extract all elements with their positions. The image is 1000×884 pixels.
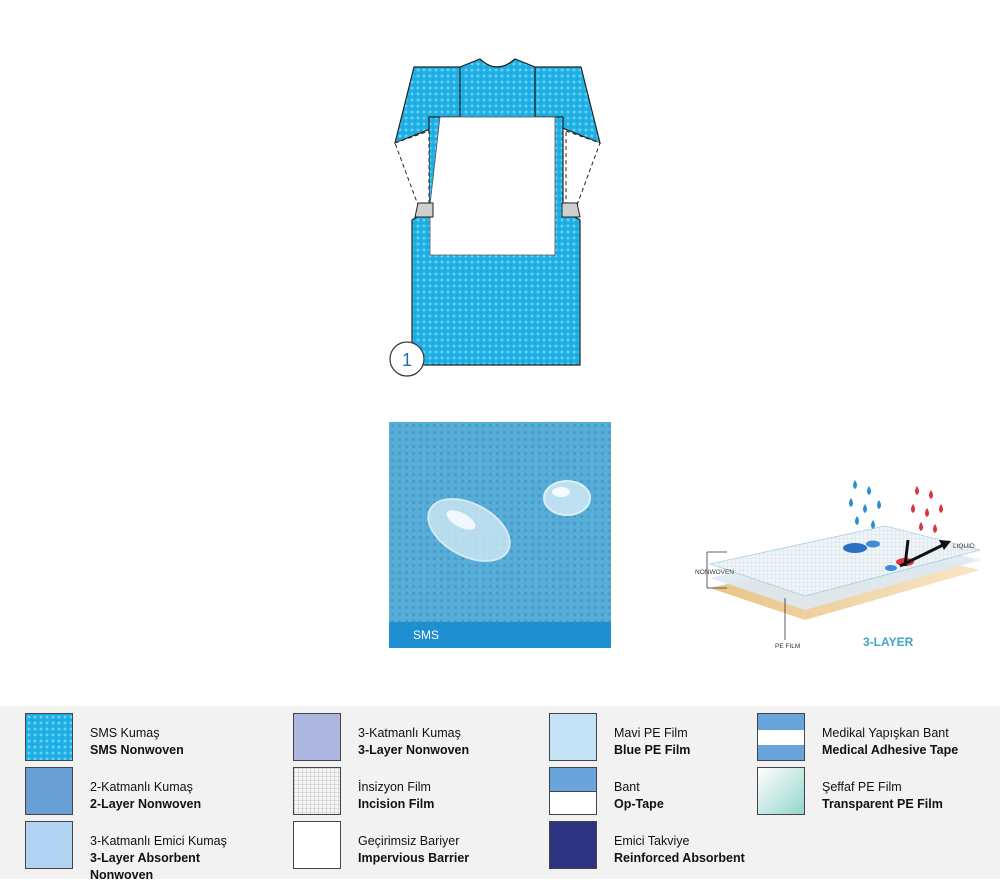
legend-label-tr: 3-Katmanlı Kumaş bbox=[358, 726, 461, 740]
legend-label-tr: Medikal Yapışkan Bant bbox=[822, 726, 949, 740]
legend-swatch-medical-adhesive-tape bbox=[757, 713, 805, 761]
legend-label-tr: Geçirimsiz Bariyer bbox=[358, 834, 460, 848]
red-droplets-icon bbox=[911, 486, 943, 533]
legend-label-en: Blue PE Film bbox=[614, 743, 691, 757]
right-sleeve-lower bbox=[565, 130, 601, 206]
legend-label-en: Incision Film bbox=[358, 797, 435, 811]
legend-label-tr: İnsizyon Film bbox=[358, 780, 431, 794]
legend-text: 3-Katmanlı Kumaş 3-Layer Nonwoven bbox=[358, 725, 469, 759]
legend-label-en: Reinforced Absorbent bbox=[614, 851, 745, 865]
legend-item-two-layer: 2-Katmanlı Kumaş 2-Layer Nonwoven bbox=[25, 767, 265, 817]
gown-diagram: 1 bbox=[389, 58, 601, 377]
legend-label-en: Op-Tape bbox=[614, 797, 664, 811]
nonwoven-label: NONWOVEN bbox=[695, 569, 734, 576]
right-cuff bbox=[561, 202, 581, 218]
legend-label-tr: Şeffaf PE Film bbox=[822, 780, 902, 794]
legend-swatch-three-layer bbox=[293, 713, 341, 761]
callout-circle bbox=[389, 341, 425, 377]
pe-film-label: PE FILM bbox=[775, 643, 800, 650]
legend-label-en: Medical Adhesive Tape bbox=[822, 743, 959, 757]
legend-swatch-incision-film bbox=[293, 767, 341, 815]
left-cuff bbox=[414, 202, 434, 218]
material-legend bbox=[0, 706, 1000, 879]
legend-swatch-transparent-pe-film bbox=[757, 767, 805, 815]
three-layer-diagram: NONWOVEN PE FILM LIQUID 3-LAYER bbox=[695, 480, 981, 650]
sms-photo-label: SMS bbox=[389, 622, 611, 648]
blue-droplets-icon bbox=[849, 480, 881, 529]
legend-swatch-blue-pe-film bbox=[549, 713, 597, 761]
legend-swatch-impervious-barrier bbox=[293, 821, 341, 869]
legend-swatch-two-layer bbox=[25, 767, 73, 815]
legend-swatch-reinforced-absorbent bbox=[549, 821, 597, 869]
legend-label-en: 3-Layer Nonwoven bbox=[358, 743, 470, 757]
liquid-arrow-icon bbox=[899, 542, 946, 568]
sms-photo: SMS bbox=[389, 422, 611, 648]
legend-label-tr: 2-Katmanlı Kumaş bbox=[90, 780, 193, 794]
legend-label-en: 2-Layer Nonwoven bbox=[90, 797, 202, 811]
left-sleeve-lower bbox=[394, 130, 430, 206]
legend-label-tr: 3-Katmanlı Emici Kumaş bbox=[90, 834, 227, 848]
legend-label-tr: Bant bbox=[614, 780, 640, 794]
legend-swatch-sms bbox=[25, 713, 73, 761]
liquid-label: LIQUID bbox=[953, 543, 975, 550]
legend-label-tr: Emici Takviye bbox=[614, 834, 690, 848]
impervious-panel bbox=[429, 116, 556, 256]
legend-label-en: SMS Nonwoven bbox=[90, 743, 184, 757]
legend-label-en: Transparent PE Film bbox=[822, 797, 943, 811]
legend-text: 2-Katmanlı Kumaş 2-Layer Nonwoven bbox=[90, 779, 201, 813]
neckline bbox=[479, 58, 516, 68]
legend-label-tr: SMS Kumaş bbox=[90, 726, 160, 740]
legend-swatch-op-tape bbox=[549, 767, 597, 815]
sms-fabric-texture bbox=[389, 422, 611, 648]
three-layer-title: 3-LAYER bbox=[863, 635, 914, 649]
legend-item-three-layer: 3-Katmanlı Kumaş 3-Layer Nonwoven bbox=[293, 713, 533, 763]
legend-label-tr: Mavi PE Film bbox=[614, 726, 688, 740]
legend-swatch-three-layer-absorbent bbox=[25, 821, 73, 869]
callout-number: 1 bbox=[402, 350, 412, 370]
legend-label-en: Impervious Barrier bbox=[358, 851, 470, 865]
